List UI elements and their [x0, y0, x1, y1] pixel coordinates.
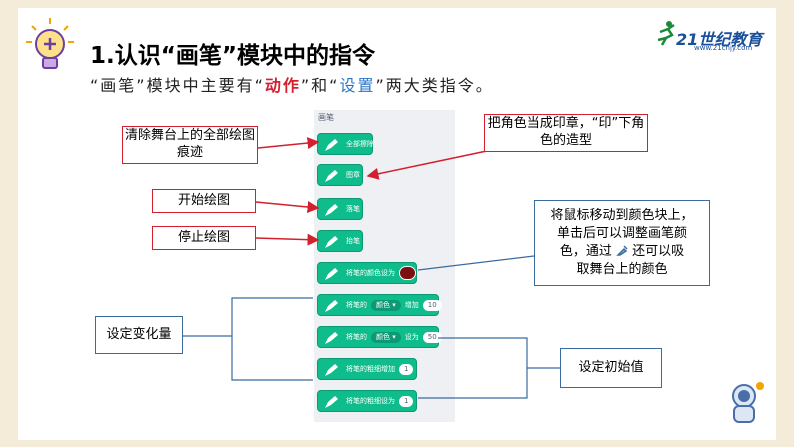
logo-text: 21世纪教育 — [676, 30, 763, 49]
pen-down-block[interactable]: 落笔 — [317, 198, 363, 220]
pen-icon — [325, 268, 338, 280]
param-dropdown[interactable]: 颜色 ▾ — [371, 331, 401, 343]
pen-icon — [325, 204, 338, 216]
runner-logo-icon — [657, 21, 675, 46]
value-input[interactable]: 10 — [422, 299, 442, 311]
note-pen-down: 开始绘图 — [152, 189, 256, 213]
clear-block[interactable]: 全部擦除 — [317, 133, 374, 155]
note-change-amount: 设定变化量 — [95, 316, 183, 354]
pen-up-block[interactable]: 抬笔 — [317, 230, 363, 252]
pen-icon — [325, 139, 338, 151]
page-title: 1.认识“画笔”模块中的指令 — [90, 43, 375, 69]
eyedropper-icon — [616, 245, 628, 256]
note-pen-up: 停止绘图 — [152, 226, 256, 250]
note-clear: 清除舞台上的全部绘图痕迹 — [122, 126, 258, 164]
note-set-initial: 设定初始值 — [560, 348, 662, 388]
lightbulb-icon — [26, 18, 74, 69]
astronaut-icon — [732, 382, 764, 423]
setting-keyword: 设置 — [339, 76, 376, 95]
page-subtitle: “画笔”模块中主要有“动作”和“设置”两大类指令。 — [90, 76, 494, 95]
set-pen-color-block[interactable]: 将笔的颜色设为 — [317, 262, 417, 284]
palette-title: 画笔 — [318, 113, 334, 122]
note-stamp: 把角色当成印章，“印”下角色的造型 — [484, 114, 648, 152]
param-dropdown[interactable]: 颜色 ▾ — [371, 299, 401, 311]
value-input[interactable]: 1 — [399, 363, 414, 375]
logo-url: www.21cnjy.com — [694, 44, 753, 52]
value-input[interactable]: 1 — [399, 395, 414, 407]
color-swatch[interactable] — [399, 266, 416, 280]
stamp-block[interactable]: 图章 — [317, 164, 363, 186]
action-keyword: 动作 — [264, 76, 301, 95]
pen-icon — [325, 396, 338, 408]
pen-icon — [325, 236, 338, 248]
pen-icon — [325, 170, 338, 182]
pen-icon — [325, 300, 338, 312]
value-input[interactable]: 50 — [422, 331, 442, 343]
pen-icon — [325, 332, 338, 344]
note-color-tip: 将鼠标移动到颜色块上， 单击后可以调整画笔颜 色，通过 还可以吸 取舞台上的颜色 — [534, 200, 710, 286]
pen-icon — [325, 364, 338, 376]
